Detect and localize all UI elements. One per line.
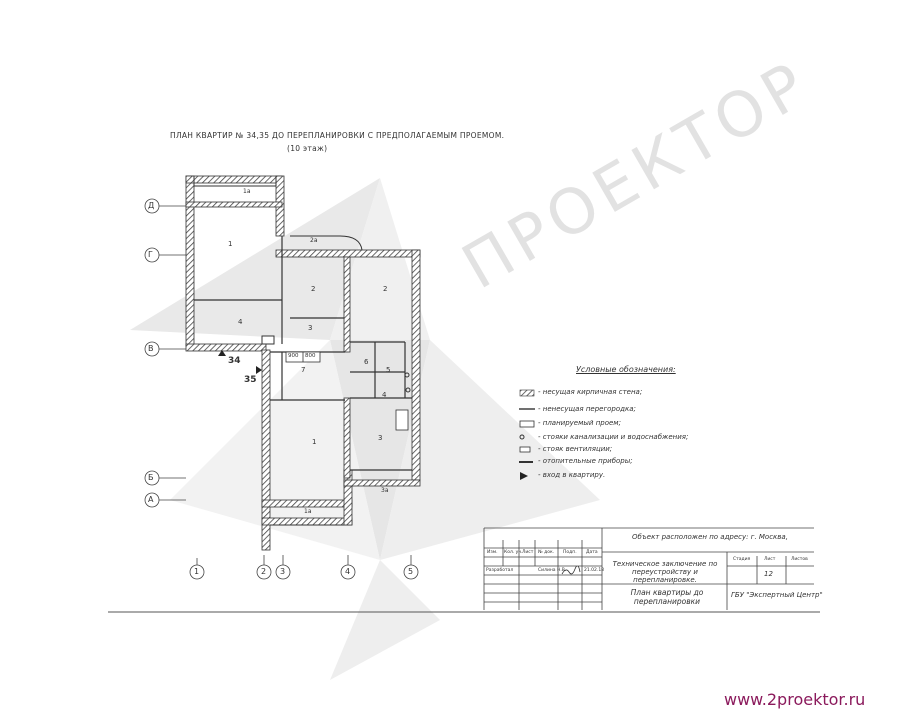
legend-item: - ненесущая перегородка; bbox=[538, 405, 636, 413]
title-block-stage-label: Стадия bbox=[733, 557, 751, 562]
legend-item: - стояк вентиляции; bbox=[538, 445, 613, 453]
room-number: 1а bbox=[243, 188, 251, 195]
balcony-top bbox=[193, 176, 277, 187]
row-axis-label: Г bbox=[148, 250, 153, 259]
title-block-developed-label: Разработал bbox=[486, 568, 514, 573]
room-number: 7 bbox=[301, 366, 306, 374]
title-block-developer: Силина Н.В. bbox=[538, 568, 567, 573]
room-number: 3 bbox=[378, 434, 383, 442]
riser-marker bbox=[404, 372, 410, 378]
title-block-sheet-number: 12 bbox=[764, 570, 773, 578]
apartment-label-34: 34 bbox=[228, 356, 241, 366]
title-block-header: № док. bbox=[538, 550, 555, 555]
room-number: 3а bbox=[381, 487, 389, 494]
title-block-header: Подп. bbox=[563, 550, 577, 555]
riser-icon bbox=[519, 434, 525, 440]
legend-item: - вход в квартиру. bbox=[538, 471, 606, 479]
column-axis-label: 4 bbox=[345, 567, 351, 576]
hatched-wall-icon bbox=[519, 389, 535, 397]
room-number: 4 bbox=[238, 318, 243, 326]
room-number: 2 bbox=[311, 285, 316, 293]
room-number: 2а bbox=[310, 237, 318, 244]
room-number: 2 bbox=[383, 285, 388, 293]
plan-subtitle: (10 этаж) bbox=[287, 144, 328, 153]
opening-icon bbox=[519, 420, 535, 428]
room-number: 3 bbox=[308, 324, 313, 332]
bath-fixture bbox=[395, 409, 409, 431]
title-block-address: Объект расположен по адресу: г. Москва, bbox=[632, 533, 788, 541]
title-block-header: Дата bbox=[586, 550, 598, 555]
legend-heading: Условные обозначения: bbox=[576, 365, 676, 374]
title-block-date: 21.02.18 bbox=[584, 568, 605, 573]
title-block-doc-title: Техническое заключение по переустройству… bbox=[612, 560, 718, 584]
title-block-organization: ГБУ "Экспертный Центр" bbox=[731, 591, 823, 599]
legend-item: - отопительные приборы; bbox=[538, 457, 633, 465]
legend-item: - планируемый проем; bbox=[538, 419, 621, 427]
dimension-label: 900 bbox=[288, 353, 299, 359]
title-block-sheet-label: Лист bbox=[764, 557, 776, 562]
outer-walls bbox=[185, 175, 421, 551]
room-number: 1 bbox=[228, 240, 233, 248]
signature-icon bbox=[561, 566, 581, 575]
title-block-sheet-title: План квартиры до перепланировки bbox=[630, 588, 704, 606]
title-block-header: Кол. уч. bbox=[504, 550, 523, 555]
riser-marker-2 bbox=[405, 387, 411, 393]
plan-title: ПЛАН КВАРТИР № 34,35 ДО ПЕРЕПЛАНИРОВКИ С… bbox=[170, 131, 505, 140]
row-axis-label: В bbox=[148, 344, 154, 353]
partitions bbox=[194, 236, 412, 471]
row-axis-label: Д bbox=[148, 201, 155, 210]
entry-arrow-35 bbox=[256, 366, 262, 374]
row-axes bbox=[144, 198, 186, 508]
room-number: 6 bbox=[364, 358, 369, 366]
legend-item: - стояки канализации и водоснабжения; bbox=[538, 433, 689, 441]
room-number: 1а bbox=[304, 508, 312, 515]
column-axis-label: 1 bbox=[194, 567, 200, 576]
row-axis-label: А bbox=[148, 495, 154, 504]
balcony-round bbox=[290, 235, 363, 251]
title-block-header: Изм. bbox=[487, 550, 498, 555]
title-block-header: Лист bbox=[522, 550, 534, 555]
column-axis-label: 3 bbox=[280, 567, 286, 576]
room-number: 1 bbox=[312, 438, 317, 446]
room-number: 5 bbox=[386, 366, 391, 374]
column-axis-label: 5 bbox=[408, 567, 414, 576]
dimension-label: 800 bbox=[305, 353, 316, 359]
site-url[interactable]: www.2proektor.ru bbox=[724, 690, 866, 709]
legend-item: - несущая кирпичная стена; bbox=[538, 388, 643, 396]
apartment-label-35: 35 bbox=[244, 375, 257, 385]
column-axis-label: 2 bbox=[261, 567, 267, 576]
planned-opening bbox=[261, 335, 275, 345]
title-block-sheets-label: Листов bbox=[791, 557, 808, 562]
entry-arrow-34 bbox=[218, 350, 226, 356]
vent-icon bbox=[519, 446, 531, 453]
entry-arrow-icon bbox=[520, 472, 528, 480]
room-number: 4 bbox=[382, 391, 387, 399]
row-axis-label: Б bbox=[148, 473, 154, 482]
column-axes bbox=[189, 555, 419, 580]
